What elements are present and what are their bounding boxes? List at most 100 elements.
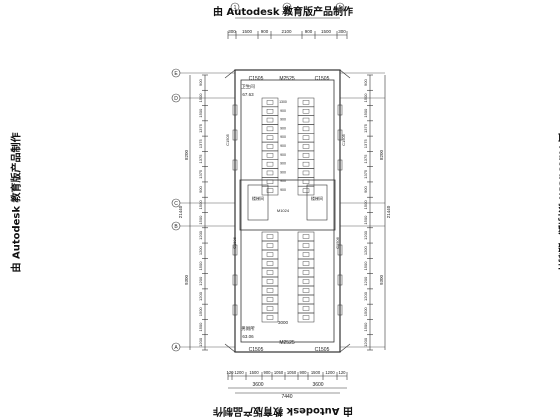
stall-left-upper	[261, 141, 279, 152]
stall-left-upper	[261, 159, 279, 169]
right-dim-text: 900	[363, 79, 368, 86]
fixture	[302, 126, 310, 132]
right-dim-text: 1500	[363, 200, 368, 210]
bottom-dim-text: 1500	[249, 370, 259, 375]
axis-number-top: 5	[339, 5, 342, 11]
partition-label: 900	[280, 118, 286, 122]
partition-label: 1300	[279, 100, 287, 104]
axis-letter: A	[174, 345, 178, 351]
fixture	[302, 100, 310, 105]
fixture	[266, 243, 274, 248]
left-dim-text: 1200	[198, 245, 203, 255]
left-dim-text: 1375	[198, 139, 203, 149]
bottom-dim-text: 900	[300, 370, 308, 375]
stair-right	[306, 184, 328, 221]
fixture	[266, 161, 274, 167]
right-dim-text: 1200	[363, 291, 368, 301]
fixture	[302, 297, 310, 302]
side-window	[232, 244, 238, 256]
stall-right-upper	[297, 159, 315, 169]
stall-right-upper	[297, 185, 315, 196]
stall-right-upper	[297, 150, 315, 160]
stall-right-lower	[297, 249, 315, 260]
fixture	[302, 261, 310, 266]
stall-right-lower	[297, 231, 315, 242]
top-dim-text: 1500	[321, 29, 332, 34]
bottom-dim-text: 120	[227, 370, 235, 375]
stall-left-upper	[261, 124, 279, 134]
roof-edge	[339, 343, 351, 353]
fixture	[302, 135, 310, 140]
fixture	[302, 161, 310, 167]
left-dim-text: 900	[198, 79, 203, 86]
top-dim-text: 2100	[281, 29, 292, 34]
fixture	[302, 234, 310, 239]
fixture	[302, 153, 310, 158]
left-dim-text: 1200	[198, 291, 203, 301]
right-dim-text: 1375	[363, 154, 368, 164]
fixture	[266, 270, 274, 275]
partition-label: 900	[280, 179, 286, 183]
axis-bubble-top	[282, 2, 292, 12]
stall-left-upper	[261, 115, 279, 125]
fixture	[302, 109, 310, 114]
right-total: 9300	[379, 274, 384, 285]
right-total: 8200	[379, 149, 384, 160]
room-top-label: 卫生间	[241, 83, 255, 90]
bottom-dim-text: 120	[339, 370, 347, 375]
fixture	[302, 279, 310, 284]
fixture	[266, 109, 274, 114]
bottom-dim-text: 1200	[325, 370, 335, 375]
fixture	[266, 261, 274, 266]
stall-right-upper	[297, 97, 315, 108]
partition-label: 900	[280, 135, 286, 139]
fixture	[266, 288, 274, 293]
side-window	[337, 274, 343, 286]
side-window	[232, 304, 238, 316]
fixture	[266, 135, 274, 140]
fixture	[302, 315, 310, 320]
fixture	[266, 170, 274, 176]
stall-right-lower	[297, 267, 315, 278]
left-dim-text: 1500	[198, 322, 203, 332]
c-window-right: C1506	[335, 236, 340, 249]
top-dim-text: 300	[228, 29, 236, 34]
left-dim-text: 1500	[198, 261, 203, 271]
watermark-left: 由 Autodesk 教育版产品制作	[11, 132, 23, 273]
bottom-dim-text: 1050	[274, 370, 284, 375]
stall-right-lower	[297, 294, 315, 305]
fixture	[302, 170, 310, 176]
bottom-dim-text-2: 3600	[252, 382, 263, 388]
stall-left-lower	[261, 312, 279, 323]
fixture	[302, 188, 310, 193]
window-label: C1505	[315, 347, 330, 353]
fixture	[302, 144, 310, 149]
stall-left-upper	[261, 168, 279, 178]
stall-left-lower	[261, 267, 279, 278]
stall-right-lower	[297, 312, 315, 323]
right-dim-text: 1200	[363, 337, 368, 347]
stall-right-upper	[297, 115, 315, 125]
watermark-right: 由 Autodesk 教育版产品制作	[556, 132, 560, 273]
stall-right-lower	[297, 276, 315, 287]
fixture	[266, 234, 274, 239]
bottom-dim-text-2: 3600	[312, 382, 323, 388]
left-dim-text: 1200	[198, 276, 203, 286]
right-dim-text: 1375	[363, 139, 368, 149]
stall-left-upper	[261, 150, 279, 160]
stall-left-lower	[261, 303, 279, 314]
fixture	[266, 153, 274, 158]
stall-right-lower	[297, 240, 315, 251]
building-outline	[234, 69, 341, 353]
top-dim-text: 900	[261, 29, 269, 34]
left-total: 9300	[184, 274, 189, 285]
top-dim-text: 1500	[242, 29, 253, 34]
side-window-label: C1505	[341, 133, 346, 146]
stair-dim: M1024	[277, 208, 290, 213]
left-dim-text: 1500	[198, 307, 203, 317]
stall-left-lower	[261, 294, 279, 305]
bottom-dim-text: 1200	[234, 370, 244, 375]
fixture	[266, 100, 274, 105]
stall-right-upper	[297, 141, 315, 152]
partition-label: 900	[280, 153, 286, 157]
